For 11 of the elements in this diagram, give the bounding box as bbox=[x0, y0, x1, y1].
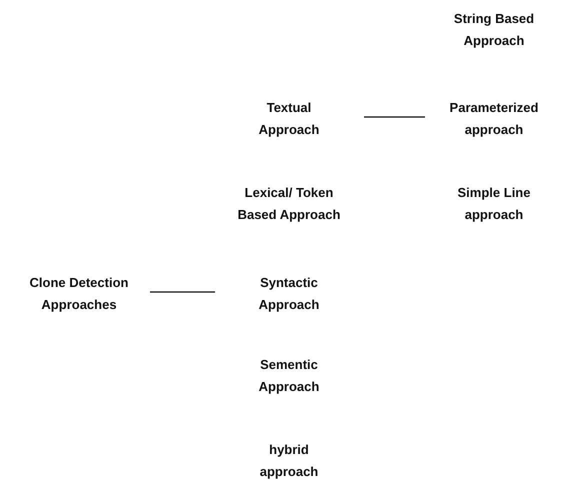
connector-line bbox=[364, 116, 425, 118]
node-label: Sementic Approach bbox=[258, 356, 320, 396]
connector-line bbox=[150, 291, 215, 293]
node-label: Simple Line approach bbox=[456, 184, 532, 224]
node-label: Parameterized approach bbox=[448, 99, 540, 139]
node-label: String Based Approach bbox=[452, 10, 536, 50]
node-label: Lexical/ Token Based Approach bbox=[236, 184, 342, 224]
node-label: Syntactic Approach bbox=[258, 274, 320, 314]
node-label: hybrid approach bbox=[258, 441, 320, 481]
node-label: Textual Approach bbox=[258, 99, 320, 139]
node-label: Clone Detection Approaches bbox=[28, 274, 130, 314]
